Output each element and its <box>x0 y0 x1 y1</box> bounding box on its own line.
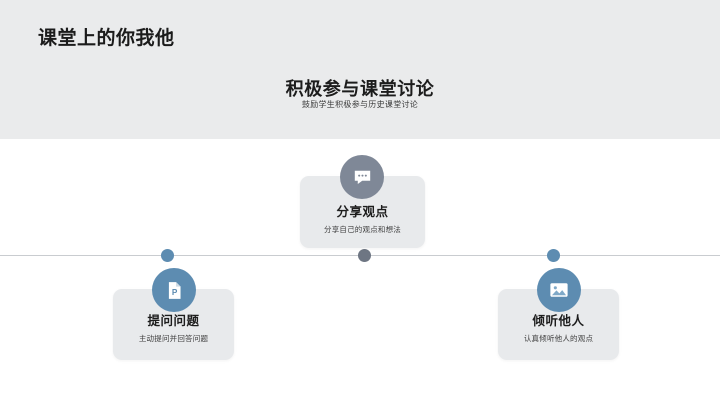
card-title-share: 分享观点 <box>336 205 389 219</box>
card-title-listen: 倾听他人 <box>532 314 585 328</box>
svg-text:P: P <box>171 288 177 297</box>
header-band <box>0 0 720 139</box>
speech-bubble-icon <box>340 155 384 199</box>
timeline-dot-ask <box>152 240 183 271</box>
card-desc-listen: 认真倾听他人的观点 <box>523 334 594 344</box>
section-heading: 积极参与课堂讨论 <box>285 79 435 99</box>
document-p-icon: P <box>152 268 196 312</box>
timeline-dot-share <box>349 240 380 271</box>
card-share[interactable]: 分享观点 分享自己的观点和想法 <box>300 176 425 248</box>
section-subheading: 鼓励学生积极参与历史课堂讨论 <box>301 100 419 109</box>
timeline-dot-listen <box>538 240 569 271</box>
card-desc-share: 分享自己的观点和想法 <box>324 225 401 235</box>
card-desc-ask: 主动提问并回答问题 <box>138 334 209 344</box>
card-title-ask: 提问问题 <box>147 314 200 328</box>
image-picture-icon <box>537 268 581 312</box>
page-title: 课堂上的你我他 <box>38 28 175 49</box>
